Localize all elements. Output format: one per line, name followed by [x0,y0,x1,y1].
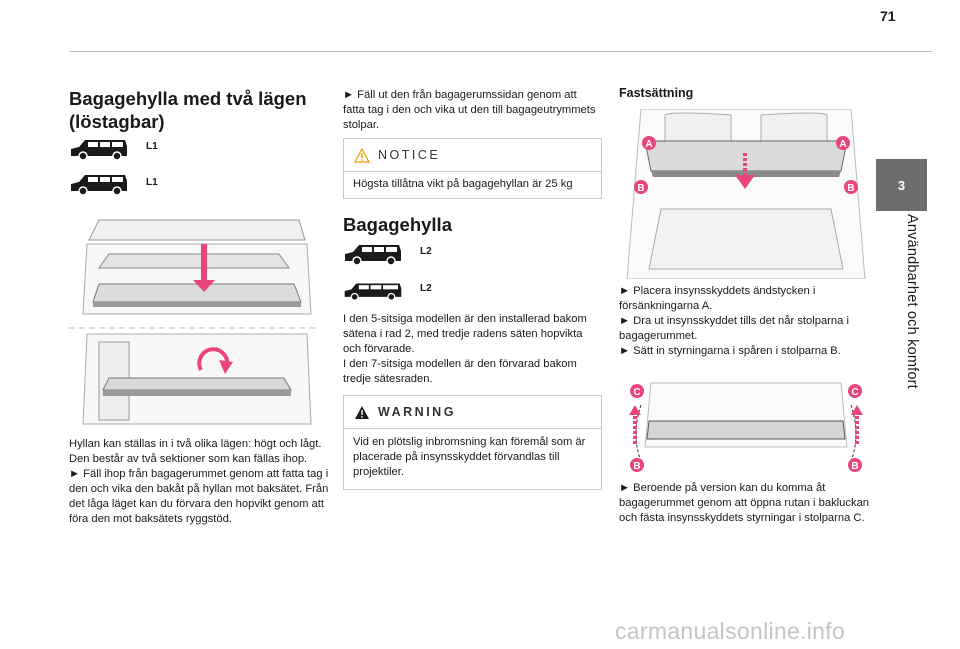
parcel-shelf-positions-illustration [69,210,317,432]
top-rule [70,51,932,52]
chapter-tab[interactable]: 3 [876,159,927,211]
warning-title: WARNING [378,405,456,419]
marker-c-left: C [630,384,644,398]
marker-label: B [637,183,644,194]
marker-label: A [645,139,652,150]
marker-b-left: B [630,458,644,472]
marker-label: B [847,183,854,194]
steps-text: ► Placera insynsskyddets ändstycken i fö… [619,285,849,357]
warning-box: WARNING Vid en plötslig inbromsning kan … [343,395,602,490]
marker-label: B [633,461,640,472]
notice-title: NOTICE [378,148,441,162]
car-silhouette-icon [344,283,402,301]
watermark: carmanualsonline.info [615,618,846,644]
notice-box: NOTICE Högsta tillåtna vikt på bagagehyl… [343,138,602,199]
chapter-title: Användbarhet och komfort [904,214,920,389]
body-text: Hyllan kan ställas in i två olika lägen:… [69,438,329,525]
car-label: L1 [146,177,158,188]
car-silhouette-icon [71,175,127,196]
section-heading: Fastsättning [619,86,694,100]
marker-b-right: B [844,180,858,194]
marker-label: B [851,461,858,472]
marker-label: A [839,139,846,150]
intro-text: ► Fäll ut den från bagagerumssidan genom… [343,89,596,131]
car-silhouette-icon [345,245,401,266]
notice-triangle-icon [354,147,370,163]
car-label: L2 [420,246,432,257]
parcel-shelf-guide-illustration: C C B B [629,382,863,472]
warning-text: Vid en plötslig inbromsning kan föremål … [353,436,586,478]
parcel-shelf-attachment-illustration: A A B B [626,109,866,279]
marker-a-left: A [642,136,656,150]
car-label: L1 [146,141,158,152]
marker-b-left: B [634,180,648,194]
warning-triangle-icon [355,405,369,419]
marker-b-right: B [848,458,862,472]
body-text: I den 5-sitsiga modellen är den installe… [343,313,587,385]
section-heading: Bagagehylla [343,214,452,235]
marker-label: C [851,387,858,398]
section-heading: Bagagehylla med två lägen (löstagbar) [69,88,307,132]
marker-c-right: C [848,384,862,398]
marker-label: C [633,387,640,398]
car-silhouette-icon [71,140,127,161]
final-step-text: ► Beroende på version kan du komma åt ba… [619,482,870,524]
marker-a-right: A [836,136,850,150]
page-number: 71 [880,8,896,24]
notice-text: Högsta tillåtna vikt på bagagehyllan är … [353,178,573,190]
car-label: L2 [420,283,432,294]
